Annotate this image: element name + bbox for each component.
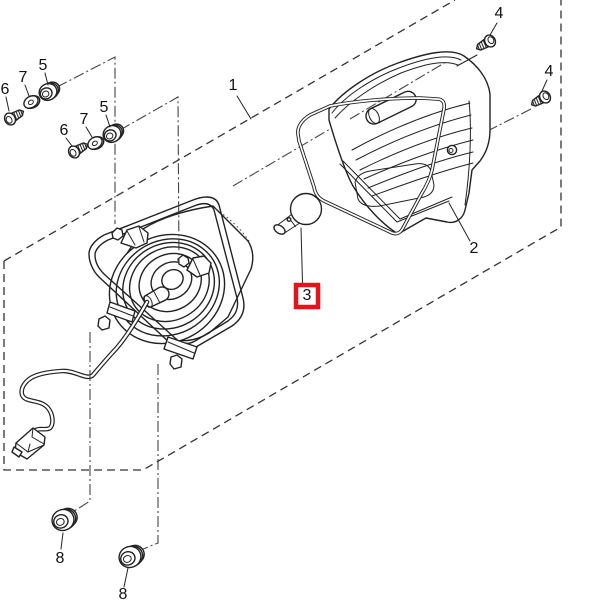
bulb (273, 192, 323, 235)
callout-5b[interactable]: 5 (100, 99, 109, 116)
lens-shell (328, 51, 491, 235)
mount-bracket-bottom-left (97, 301, 136, 331)
screw-4a (472, 32, 499, 55)
tail-lamp-body (11, 196, 254, 460)
lens-screw-hole (446, 144, 458, 156)
callout-1[interactable]: 1 (229, 77, 238, 94)
callout-7a[interactable]: 7 (19, 69, 28, 86)
lens-cover (296, 51, 491, 236)
callout-2[interactable]: 2 (470, 240, 479, 257)
wire-harness (19, 299, 150, 444)
callout-6b[interactable]: 6 (60, 122, 69, 139)
screw-6b (65, 138, 92, 161)
callout-4a[interactable]: 4 (495, 5, 504, 22)
assembly-axis-lines (56, 56, 532, 553)
callout-6a[interactable]: 6 (1, 81, 10, 98)
callout-8b[interactable]: 8 (119, 586, 128, 600)
callout-4b[interactable]: 4 (545, 63, 554, 80)
bulb-pin (286, 216, 292, 222)
screw-4b (527, 88, 554, 111)
grommet-8a (48, 504, 82, 535)
lens-gasket (296, 96, 447, 236)
mount-bracket-top (111, 225, 149, 249)
callout-5a[interactable]: 5 (39, 57, 48, 74)
lamp-bezel-ring (88, 196, 245, 351)
wire-connector (11, 427, 46, 460)
callout-8a[interactable]: 8 (56, 550, 65, 567)
exploded-view-boundary (3, 0, 562, 471)
highlight-box-part-3[interactable] (293, 282, 321, 310)
callout-7b[interactable]: 7 (80, 111, 89, 128)
mount-bracket-bottom-right (163, 336, 198, 370)
screw-6a (1, 105, 28, 128)
callout-leader-lines (5, 22, 548, 588)
callout-3[interactable]: 3 (303, 287, 312, 304)
mount-bracket-right (177, 254, 212, 278)
grommet-8b (115, 541, 149, 572)
